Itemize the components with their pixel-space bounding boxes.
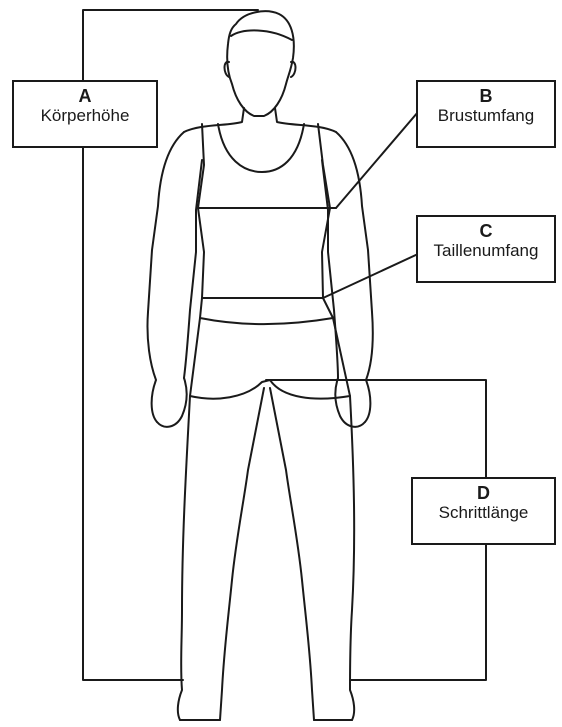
label-c-letter: C (418, 221, 554, 241)
left-leg-outer (178, 396, 190, 720)
head (227, 11, 294, 116)
label-d-box: D Schrittlänge (411, 477, 556, 545)
label-a-text: Körperhöhe (14, 106, 156, 126)
chest-leader (336, 112, 418, 208)
waistband (200, 298, 333, 324)
label-b-letter: B (418, 86, 554, 106)
label-d-text: Schrittlänge (413, 503, 554, 523)
left-leg-inner (220, 388, 264, 720)
tank-top-neckline (218, 124, 304, 172)
label-d-letter: D (413, 483, 554, 503)
label-a-box: A Körperhöhe (12, 80, 158, 148)
label-b-box: B Brustumfang (416, 80, 556, 148)
left-hand (157, 378, 187, 427)
neck-right (275, 108, 336, 132)
tank-top (198, 124, 330, 298)
shorts (190, 318, 350, 399)
hair (231, 30, 292, 40)
right-arm-inner (322, 160, 338, 378)
right-leg-inner (270, 388, 314, 720)
neck-left (184, 108, 244, 132)
label-c-box: C Taillenumfang (416, 215, 556, 283)
left-arm-outer (147, 132, 184, 422)
label-b-text: Brustumfang (418, 106, 554, 126)
label-a-letter: A (14, 86, 156, 106)
label-c-text: Taillenumfang (418, 241, 554, 261)
right-leg-outer (350, 396, 354, 720)
